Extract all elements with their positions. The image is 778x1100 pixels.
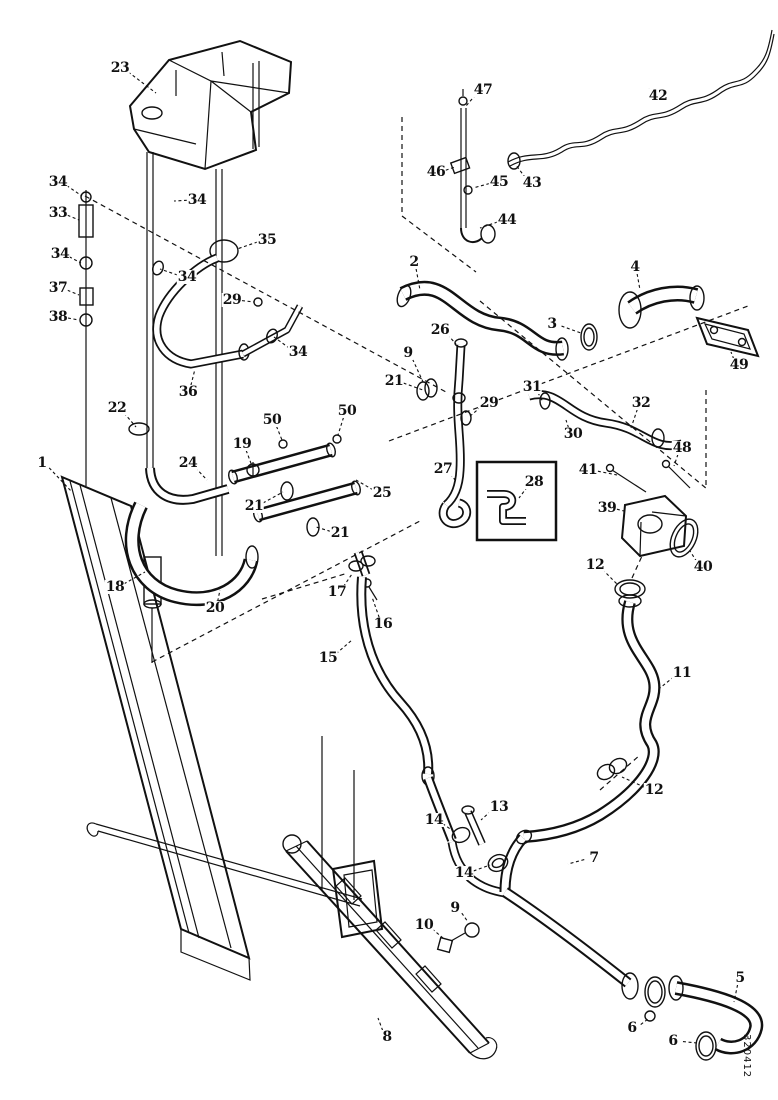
callout-50: 50 bbox=[261, 412, 283, 428]
bleed-pipes bbox=[401, 89, 496, 273]
hose-36 bbox=[152, 239, 304, 369]
lower-hose-11 bbox=[523, 579, 661, 843]
hose-2 bbox=[396, 280, 598, 401]
callout-28: 28 bbox=[523, 474, 545, 490]
callout-43: 43 bbox=[521, 175, 543, 191]
callout-2: 2 bbox=[408, 254, 420, 270]
callout-11: 11 bbox=[671, 665, 693, 681]
callout-20: 20 bbox=[204, 600, 226, 616]
outlet-elbow-4 bbox=[618, 285, 760, 358]
callout-4: 4 bbox=[629, 259, 641, 275]
callout-21: 21 bbox=[243, 498, 265, 514]
callout-30: 30 bbox=[562, 426, 584, 442]
thermostat-housing bbox=[620, 494, 699, 579]
callout-47: 47 bbox=[472, 82, 494, 98]
callout-16: 16 bbox=[372, 616, 394, 632]
callout-49: 49 bbox=[728, 357, 750, 373]
callout-12: 12 bbox=[643, 782, 665, 798]
inset-box bbox=[475, 460, 558, 542]
callout-33: 33 bbox=[47, 205, 69, 221]
callout-42: 42 bbox=[647, 88, 669, 104]
callout-7: 7 bbox=[588, 850, 600, 866]
cross-member-8 bbox=[86, 736, 498, 1060]
callout-13: 13 bbox=[488, 799, 510, 815]
callout-29: 29 bbox=[221, 292, 243, 308]
pump-cluster bbox=[124, 297, 362, 607]
outlet-hose-5 bbox=[668, 975, 764, 1061]
callout-34: 34 bbox=[49, 246, 71, 262]
callout-9: 9 bbox=[402, 345, 414, 361]
hose-31 bbox=[527, 390, 691, 493]
callout-35: 35 bbox=[256, 232, 278, 248]
callout-23: 23 bbox=[109, 60, 131, 76]
callout-22: 22 bbox=[106, 400, 128, 416]
callout-36: 36 bbox=[177, 384, 199, 400]
callout-19: 19 bbox=[231, 436, 253, 452]
callout-31: 31 bbox=[521, 379, 543, 395]
return-pipe-26 bbox=[438, 338, 472, 528]
callout-32: 32 bbox=[630, 395, 652, 411]
hose-15 bbox=[261, 550, 435, 786]
callout-46: 46 bbox=[425, 164, 447, 180]
construction-dashes bbox=[84, 195, 749, 663]
callout-1: 1 bbox=[36, 455, 48, 471]
callout-26: 26 bbox=[429, 322, 451, 338]
expansion-tank bbox=[128, 39, 293, 171]
callout-44: 44 bbox=[496, 212, 518, 228]
callout-17: 17 bbox=[326, 584, 348, 600]
callout-24: 24 bbox=[177, 455, 199, 471]
callout-37: 37 bbox=[47, 280, 69, 296]
callout-34: 34 bbox=[47, 174, 69, 190]
heater-pipe-42 bbox=[507, 29, 775, 170]
callout-12: 12 bbox=[584, 557, 606, 573]
callout-6: 6 bbox=[667, 1033, 679, 1049]
lower-pipe-7 bbox=[423, 776, 666, 1022]
callout-14: 14 bbox=[423, 812, 445, 828]
callout-40: 40 bbox=[692, 559, 714, 575]
callout-21: 21 bbox=[383, 373, 405, 389]
callout-29: 29 bbox=[478, 395, 500, 411]
callout-3: 3 bbox=[546, 316, 558, 332]
callout-8: 8 bbox=[381, 1029, 393, 1045]
callout-5: 5 bbox=[734, 970, 746, 986]
callout-21: 21 bbox=[329, 525, 351, 541]
callout-45: 45 bbox=[488, 174, 510, 190]
callout-18: 18 bbox=[104, 579, 126, 595]
callout-14: 14 bbox=[453, 865, 475, 881]
fitting-column bbox=[78, 190, 94, 486]
callout-15: 15 bbox=[317, 650, 339, 666]
callout-34: 34 bbox=[186, 192, 208, 208]
callout-6: 6 bbox=[626, 1020, 638, 1036]
callout-10: 10 bbox=[413, 917, 435, 933]
callout-48: 48 bbox=[671, 440, 693, 456]
callout-39: 39 bbox=[596, 500, 618, 516]
callout-38: 38 bbox=[47, 309, 69, 325]
callout-41: 41 bbox=[577, 462, 599, 478]
callout-25: 25 bbox=[371, 485, 393, 501]
callout-34: 34 bbox=[287, 344, 309, 360]
callout-27: 27 bbox=[432, 461, 454, 477]
callout-9: 9 bbox=[449, 900, 461, 916]
drawing-code: 320412 bbox=[741, 1034, 752, 1079]
callout-34: 34 bbox=[176, 269, 198, 285]
callout-50: 50 bbox=[336, 403, 358, 419]
